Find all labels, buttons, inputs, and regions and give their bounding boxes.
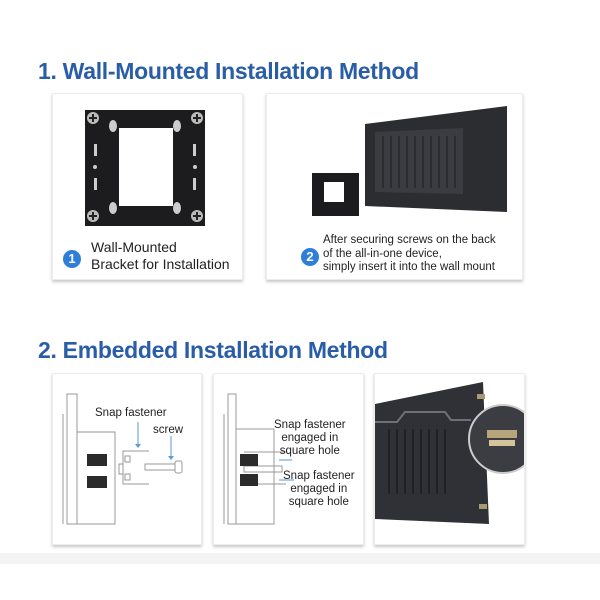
card-snap-diagram: Snap fastener screw	[52, 373, 202, 545]
footer-band	[0, 553, 600, 564]
snap-fastener-diagram	[62, 393, 183, 525]
wall-bracket-image	[85, 110, 205, 226]
section-title-embedded: 2. Embedded Installation Method	[38, 337, 388, 363]
card-wall-bracket: 1 Wall-Mounted Bracket for Installation	[52, 93, 243, 280]
device-closeup-image	[375, 382, 524, 524]
label-engaged-1: Snap fastener engaged in square hole	[274, 419, 346, 457]
step-badge-2: 2	[301, 248, 319, 266]
label-snap-fastener: Snap fastener	[95, 407, 167, 419]
wall-bracket-caption: Wall-Mounted Bracket for Installation	[91, 239, 230, 272]
card-device-closeup	[374, 373, 525, 545]
device-and-bracket-image	[312, 106, 507, 216]
section-title-wall-mounted: 1. Wall-Mounted Installation Method	[38, 58, 419, 84]
step-badge-1: 1	[63, 250, 81, 268]
label-screw: screw	[153, 424, 184, 436]
wall-insert-caption: After securing screws on the back of the…	[323, 234, 496, 273]
card-engaged-diagram: Snap fastener engaged in square hole Sna…	[213, 373, 364, 545]
card-wall-insert: 2 After securing screws on the back of t…	[266, 93, 523, 280]
label-engaged-2: Snap fastener engaged in square hole	[283, 470, 355, 508]
engaged-fastener-diagram	[223, 393, 294, 525]
